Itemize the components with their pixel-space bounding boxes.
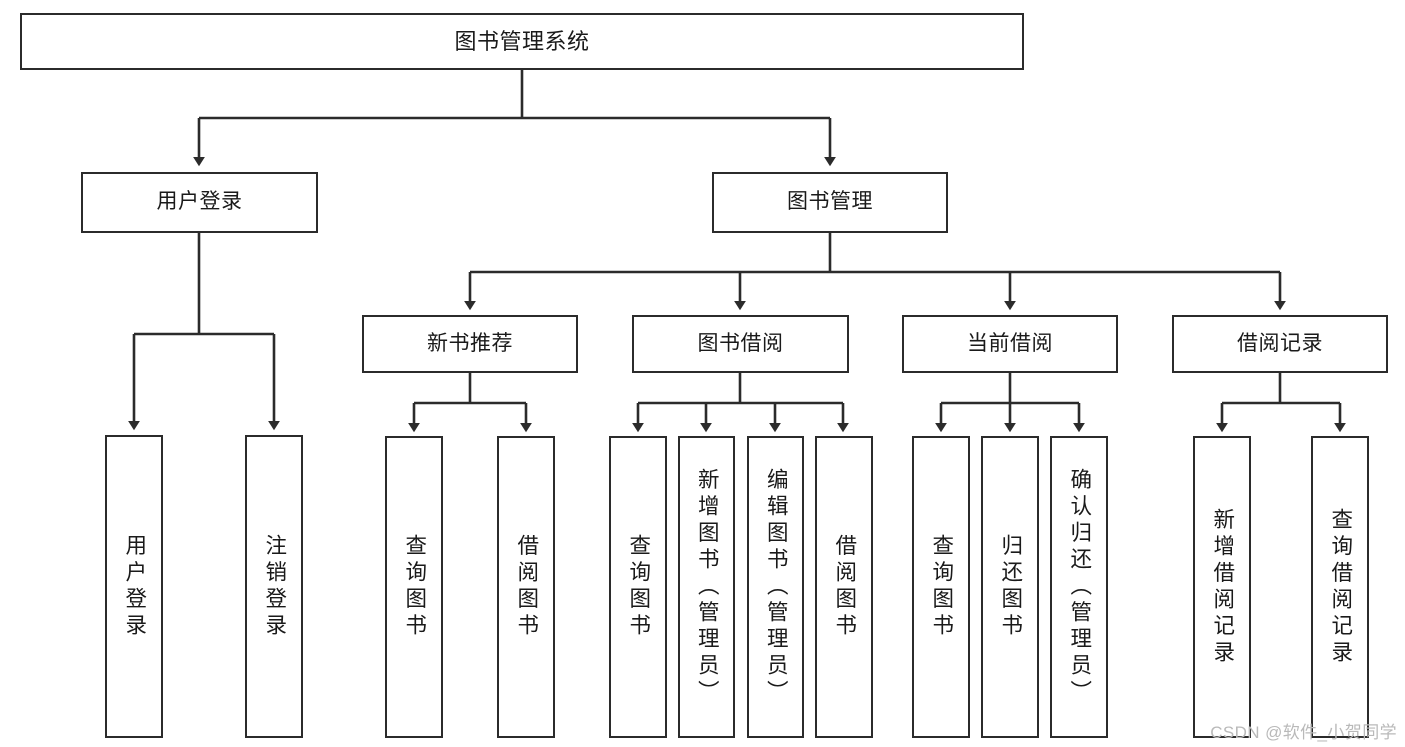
node-label: 借阅图书 — [832, 534, 857, 640]
node-new-book-recommend[interactable]: 新书推荐 — [362, 315, 578, 373]
node-label: 注销登录 — [262, 533, 287, 640]
node-current-borrow[interactable]: 当前借阅 — [902, 315, 1118, 373]
leaf-query-book-current[interactable]: 查询图书 — [912, 436, 970, 738]
leaf-query-borrow-record[interactable]: 查询借阅记录 — [1311, 436, 1369, 738]
node-label: 图书借阅 — [697, 331, 784, 355]
node-borrow-record[interactable]: 借阅记录 — [1172, 315, 1388, 373]
leaf-add-book-admin[interactable]: 新增图书（管理员） — [678, 436, 735, 738]
leaf-user-login[interactable]: 用户登录 — [105, 435, 163, 738]
node-book-borrow[interactable]: 图书借阅 — [632, 315, 849, 373]
leaf-confirm-return-admin[interactable]: 确认归还（管理员） — [1050, 436, 1108, 738]
node-label: 新增图书（管理员） — [695, 467, 720, 707]
node-user-login[interactable]: 用户登录 — [81, 172, 318, 233]
node-label: 借阅记录 — [1237, 331, 1323, 355]
node-label: 编辑图书（管理员） — [764, 467, 789, 707]
node-book-management[interactable]: 图书管理 — [712, 172, 948, 233]
node-label: 确认归还（管理员） — [1067, 467, 1092, 707]
node-label: 查询图书 — [402, 534, 427, 640]
node-label: 用户登录 — [156, 190, 243, 214]
csdn-watermark: CSDN @软件_小贺同学 — [1210, 723, 1397, 742]
node-label: 图书管理 — [787, 190, 873, 214]
node-label: 归还图书 — [998, 534, 1023, 640]
node-book-management-system[interactable]: 图书管理系统 — [20, 13, 1024, 70]
node-label: 当前借阅 — [967, 331, 1053, 355]
leaf-borrow-book[interactable]: 借阅图书 — [815, 436, 873, 738]
leaf-query-book-recommend[interactable]: 查询图书 — [385, 436, 443, 738]
node-label: 图书管理系统 — [454, 28, 590, 54]
leaf-query-book-borrow[interactable]: 查询图书 — [609, 436, 667, 738]
node-label: 查询图书 — [929, 534, 954, 640]
leaf-edit-book-admin[interactable]: 编辑图书（管理员） — [747, 436, 804, 738]
node-label: 借阅图书 — [514, 534, 539, 640]
leaf-add-borrow-record[interactable]: 新增借阅记录 — [1193, 436, 1251, 738]
leaf-return-book[interactable]: 归还图书 — [981, 436, 1039, 738]
leaf-borrow-book-recommend[interactable]: 借阅图书 — [497, 436, 555, 738]
leaf-logout[interactable]: 注销登录 — [245, 435, 303, 738]
node-label: 新书推荐 — [427, 331, 513, 355]
node-label: 用户登录 — [122, 533, 147, 640]
node-label: 新增借阅记录 — [1210, 507, 1235, 667]
node-label: 查询图书 — [626, 534, 651, 640]
node-label: 查询借阅记录 — [1328, 507, 1353, 667]
